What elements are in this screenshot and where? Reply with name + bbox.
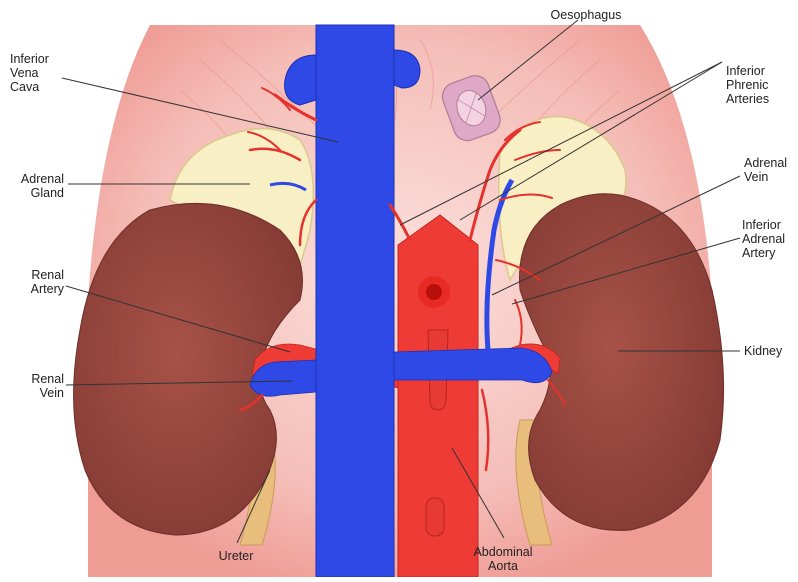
- label-abdominal-aorta: Abdominal Aorta: [456, 545, 550, 573]
- label-ureter: Ureter: [196, 549, 276, 563]
- label-inferior-adrenal-artery: Inferior Adrenal Artery: [742, 218, 798, 260]
- label-renal-vein: Renal Vein: [2, 372, 64, 400]
- inferior-vena-cava: [316, 25, 394, 577]
- label-renal-artery: Renal Artery: [2, 268, 64, 296]
- label-oesophagus: Oesophagus: [536, 8, 636, 22]
- label-inferior-phrenic-arteries: Inferior Phrenic Arteries: [726, 64, 796, 106]
- right-renal-vein: [394, 348, 552, 383]
- inferior-mesenteric-artery: [426, 498, 444, 536]
- label-adrenal-vein: Adrenal Vein: [744, 156, 798, 184]
- label-adrenal-gland: Adrenal Gland: [2, 172, 64, 200]
- label-kidney: Kidney: [744, 344, 798, 358]
- label-inferior-vena-cava: Inferior Vena Cava: [10, 52, 70, 94]
